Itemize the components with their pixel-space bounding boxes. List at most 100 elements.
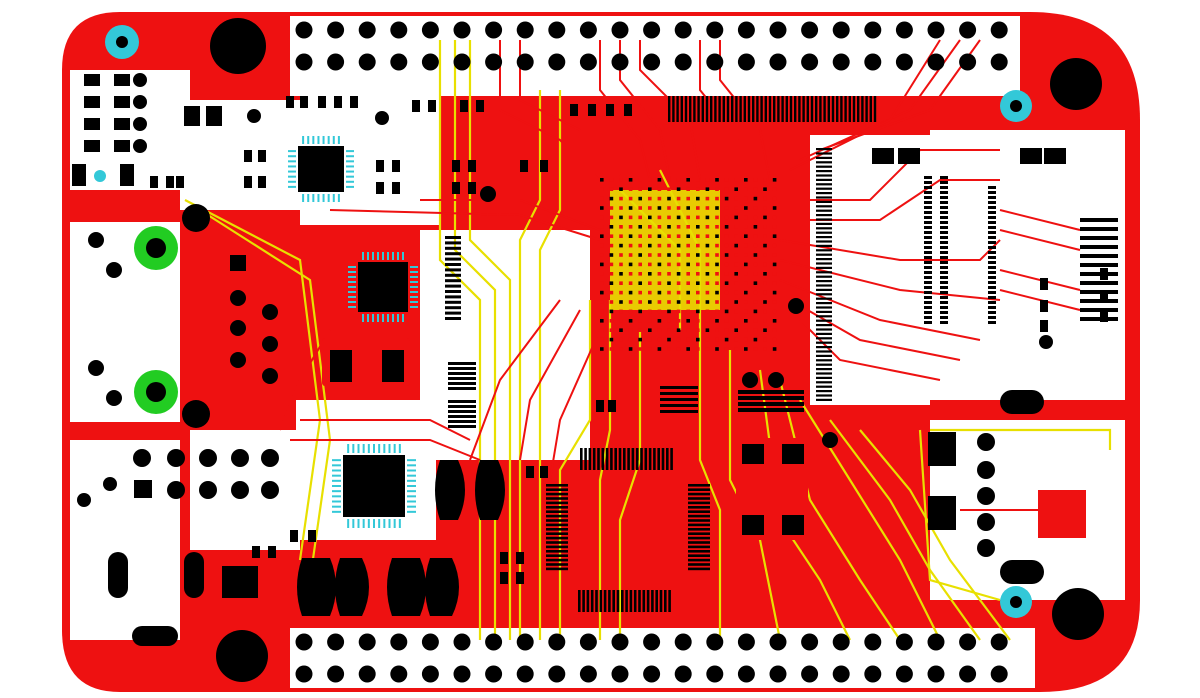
bga-ball [753, 253, 758, 257]
passive-pad [166, 176, 174, 188]
bga-ball [715, 253, 719, 257]
package-pin [816, 253, 832, 256]
ic-pin [393, 444, 396, 453]
package-pin [688, 567, 710, 571]
ic-pin [332, 490, 341, 493]
ic-pin [407, 510, 416, 513]
bga-ball [609, 262, 614, 267]
bga-ball [609, 187, 614, 191]
package-pin [988, 281, 996, 284]
passive-pad [540, 160, 548, 172]
package-pin [756, 96, 759, 122]
bga-ball [734, 196, 738, 201]
package-pin [988, 316, 996, 319]
header-pin-bottom [327, 633, 345, 651]
ic-pin [383, 519, 386, 528]
package-pin [940, 246, 948, 249]
package-pin [722, 96, 725, 122]
bga-ball [724, 347, 729, 351]
package-pin [940, 281, 948, 284]
passive-pad [392, 182, 400, 194]
package-pin [988, 286, 996, 289]
bga-ball [600, 319, 604, 323]
package-pin [869, 96, 872, 122]
package-pin [789, 96, 793, 122]
header-pin-top [579, 53, 597, 71]
power-components [222, 460, 505, 616]
ic-pin [410, 276, 418, 278]
package-pin [816, 372, 832, 375]
bga-ball [705, 187, 710, 191]
package-pin [816, 148, 832, 151]
bga-ball [648, 178, 652, 182]
passive-pad [268, 546, 276, 558]
package-pin [816, 293, 832, 296]
package-pin [448, 400, 476, 403]
package-pin [635, 448, 639, 470]
package-pin [688, 523, 710, 527]
package-pin [747, 96, 751, 122]
header-pin-bottom [643, 633, 661, 651]
bga-ball [667, 225, 671, 229]
package-pin [924, 291, 932, 294]
package-pin [924, 206, 932, 209]
bga-ball [705, 234, 710, 238]
package-pin [940, 231, 948, 234]
bga-ball [724, 187, 729, 191]
usb-pad-a [928, 432, 956, 466]
package-pin [646, 590, 650, 612]
package-pin [614, 448, 617, 470]
package-pin [445, 317, 461, 320]
package-pin [852, 96, 856, 122]
package-pin [445, 241, 461, 245]
bga-ball [600, 309, 604, 314]
bga-ball [648, 196, 652, 201]
bga-ball [648, 309, 652, 314]
package-pin [448, 425, 476, 428]
package-pin [816, 196, 832, 199]
bga-ball [600, 290, 604, 295]
header-pin-top [864, 21, 882, 39]
package-pin [627, 448, 630, 470]
ic-pin [348, 291, 356, 293]
header-pin-top [864, 53, 882, 71]
bga-ball [686, 290, 690, 295]
bga-ball [763, 281, 767, 285]
bga-ball [619, 253, 623, 257]
bga-ball [638, 309, 642, 314]
package-pin [697, 96, 700, 122]
bga-ball [696, 234, 700, 238]
package-pin [1080, 227, 1118, 231]
bga-ball [657, 281, 662, 285]
package-pin [445, 263, 461, 266]
bga-ball [648, 281, 652, 285]
package-pin [816, 350, 832, 353]
bga-ball [705, 196, 710, 201]
bga-ball [600, 281, 604, 285]
package-pin [816, 222, 832, 225]
ic-pin [346, 165, 354, 168]
package-pin [621, 590, 624, 612]
package-pin [940, 321, 948, 324]
package-pin [816, 231, 832, 234]
bga-ball [744, 253, 748, 257]
package-pin [644, 448, 648, 470]
bga-ball [753, 272, 758, 276]
header-pin-top [643, 21, 661, 39]
ic-pin [332, 474, 341, 477]
package-pin [664, 590, 667, 612]
bga-ball [609, 290, 614, 295]
package-pin [816, 271, 832, 274]
ic-pin [337, 194, 340, 202]
passive-pad [1040, 300, 1048, 312]
package-pin [940, 311, 948, 314]
passive-pad [150, 176, 158, 188]
bga-ball [696, 328, 700, 332]
bga-ball [763, 206, 767, 210]
package-pin [546, 554, 568, 557]
package-pin [546, 506, 568, 509]
bga-ball [772, 300, 777, 304]
package-pin [816, 332, 832, 335]
bga-ball [763, 178, 767, 182]
bga-ball [744, 300, 748, 304]
